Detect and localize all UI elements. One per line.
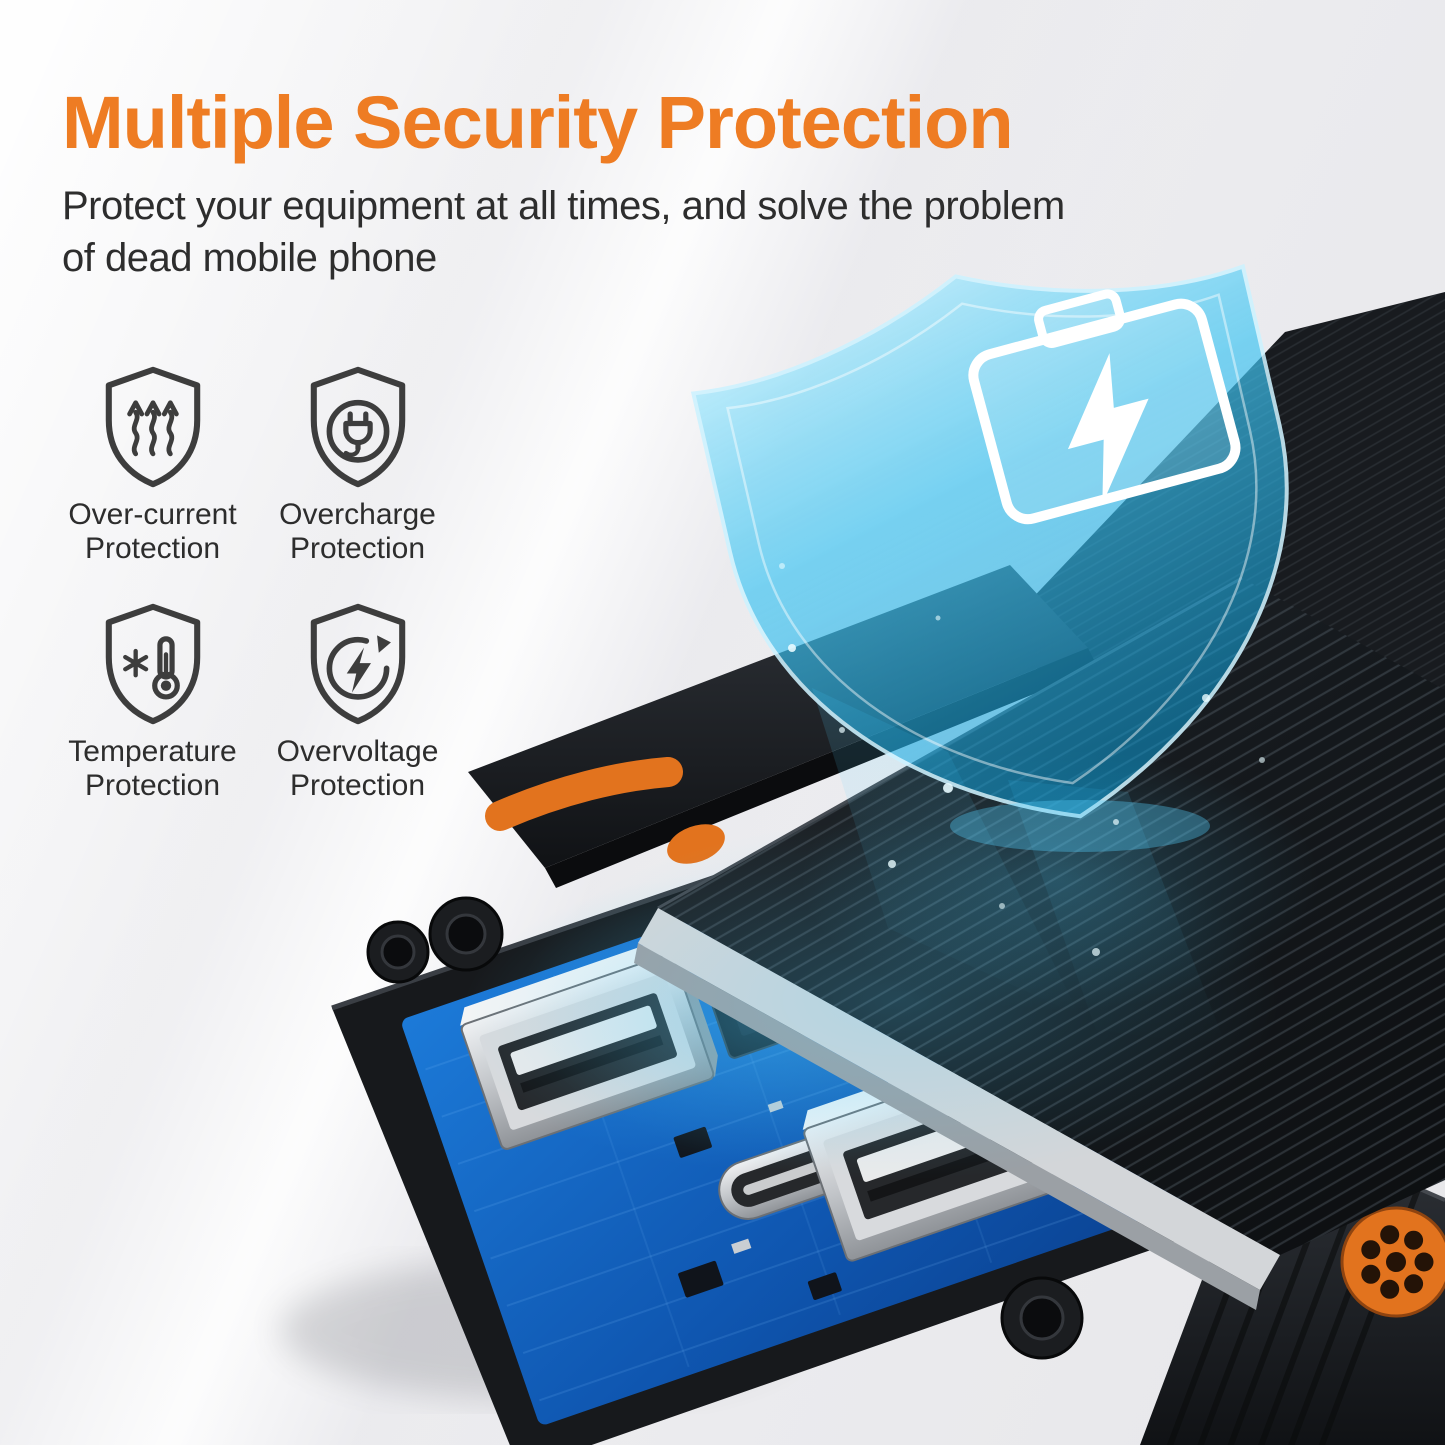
overcharge-shield-icon xyxy=(310,366,405,488)
feature-overvoltage: Overvoltage Protection xyxy=(255,599,460,802)
over-current-shield-icon xyxy=(105,366,200,488)
overvoltage-shield-icon xyxy=(310,603,405,725)
subtitle-line-1: Protect your equipment at all times, and… xyxy=(62,183,1065,228)
feature-grid: Over-current Protection Overcharge Prote… xyxy=(50,362,460,802)
hologram-beams xyxy=(812,688,1226,1046)
feature-over-current: Over-current Protection xyxy=(50,362,255,565)
subtitle-line-2: of dead mobile phone xyxy=(62,235,437,280)
header: Multiple Security Protection Protect you… xyxy=(62,84,1065,284)
page-title: Multiple Security Protection xyxy=(62,81,1014,164)
feature-label: Overcharge Protection xyxy=(279,498,436,565)
feature-label: Over-current Protection xyxy=(68,498,237,565)
orange-grommet xyxy=(1340,1206,1445,1318)
feature-label: Overvoltage Protection xyxy=(276,735,439,802)
protection-shield-hologram xyxy=(690,263,1289,819)
shield-tip-glow xyxy=(950,800,1210,852)
battery-charging-icon xyxy=(968,289,1241,525)
temperature-shield-icon xyxy=(105,603,200,725)
sparkles xyxy=(779,563,1265,956)
feature-label: Temperature Protection xyxy=(68,735,237,802)
page-subtitle: Protect your equipment at all times, and… xyxy=(62,180,1065,284)
lightning-bolt-icon xyxy=(1067,353,1149,505)
feature-overcharge: Overcharge Protection xyxy=(255,362,460,565)
feature-temperature: Temperature Protection xyxy=(50,599,255,802)
screw-posts xyxy=(366,896,1084,1360)
